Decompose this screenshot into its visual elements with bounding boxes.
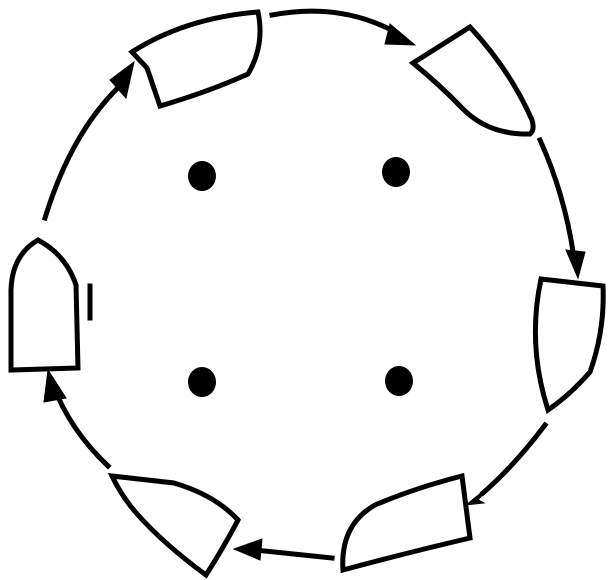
boat-left (11, 240, 78, 370)
arrowhead-top (385, 24, 415, 45)
boat-top-left (132, 12, 260, 106)
boats (11, 12, 603, 575)
arrowhead-left-lower (44, 370, 66, 402)
dot-top-left (188, 161, 216, 191)
path-segment-bottom (255, 550, 332, 558)
boat-bottom-right (343, 476, 470, 570)
dot-top-right (382, 157, 410, 187)
center-dots (188, 157, 413, 397)
arrowhead-right-lower (466, 484, 492, 505)
boat-right (535, 279, 603, 410)
dot-bottom-left (188, 367, 216, 397)
path-segment-right-upper (540, 140, 574, 258)
path-segment-top (272, 11, 395, 32)
arrowhead-bottom (234, 539, 262, 560)
path-segment-left-upper (45, 83, 123, 218)
path-segment-right-lower (483, 425, 545, 493)
boat-top-right (413, 27, 533, 134)
dot-bottom-right (385, 366, 413, 396)
boat-bottom-left (112, 476, 238, 575)
arrowhead-right-upper (566, 250, 585, 278)
